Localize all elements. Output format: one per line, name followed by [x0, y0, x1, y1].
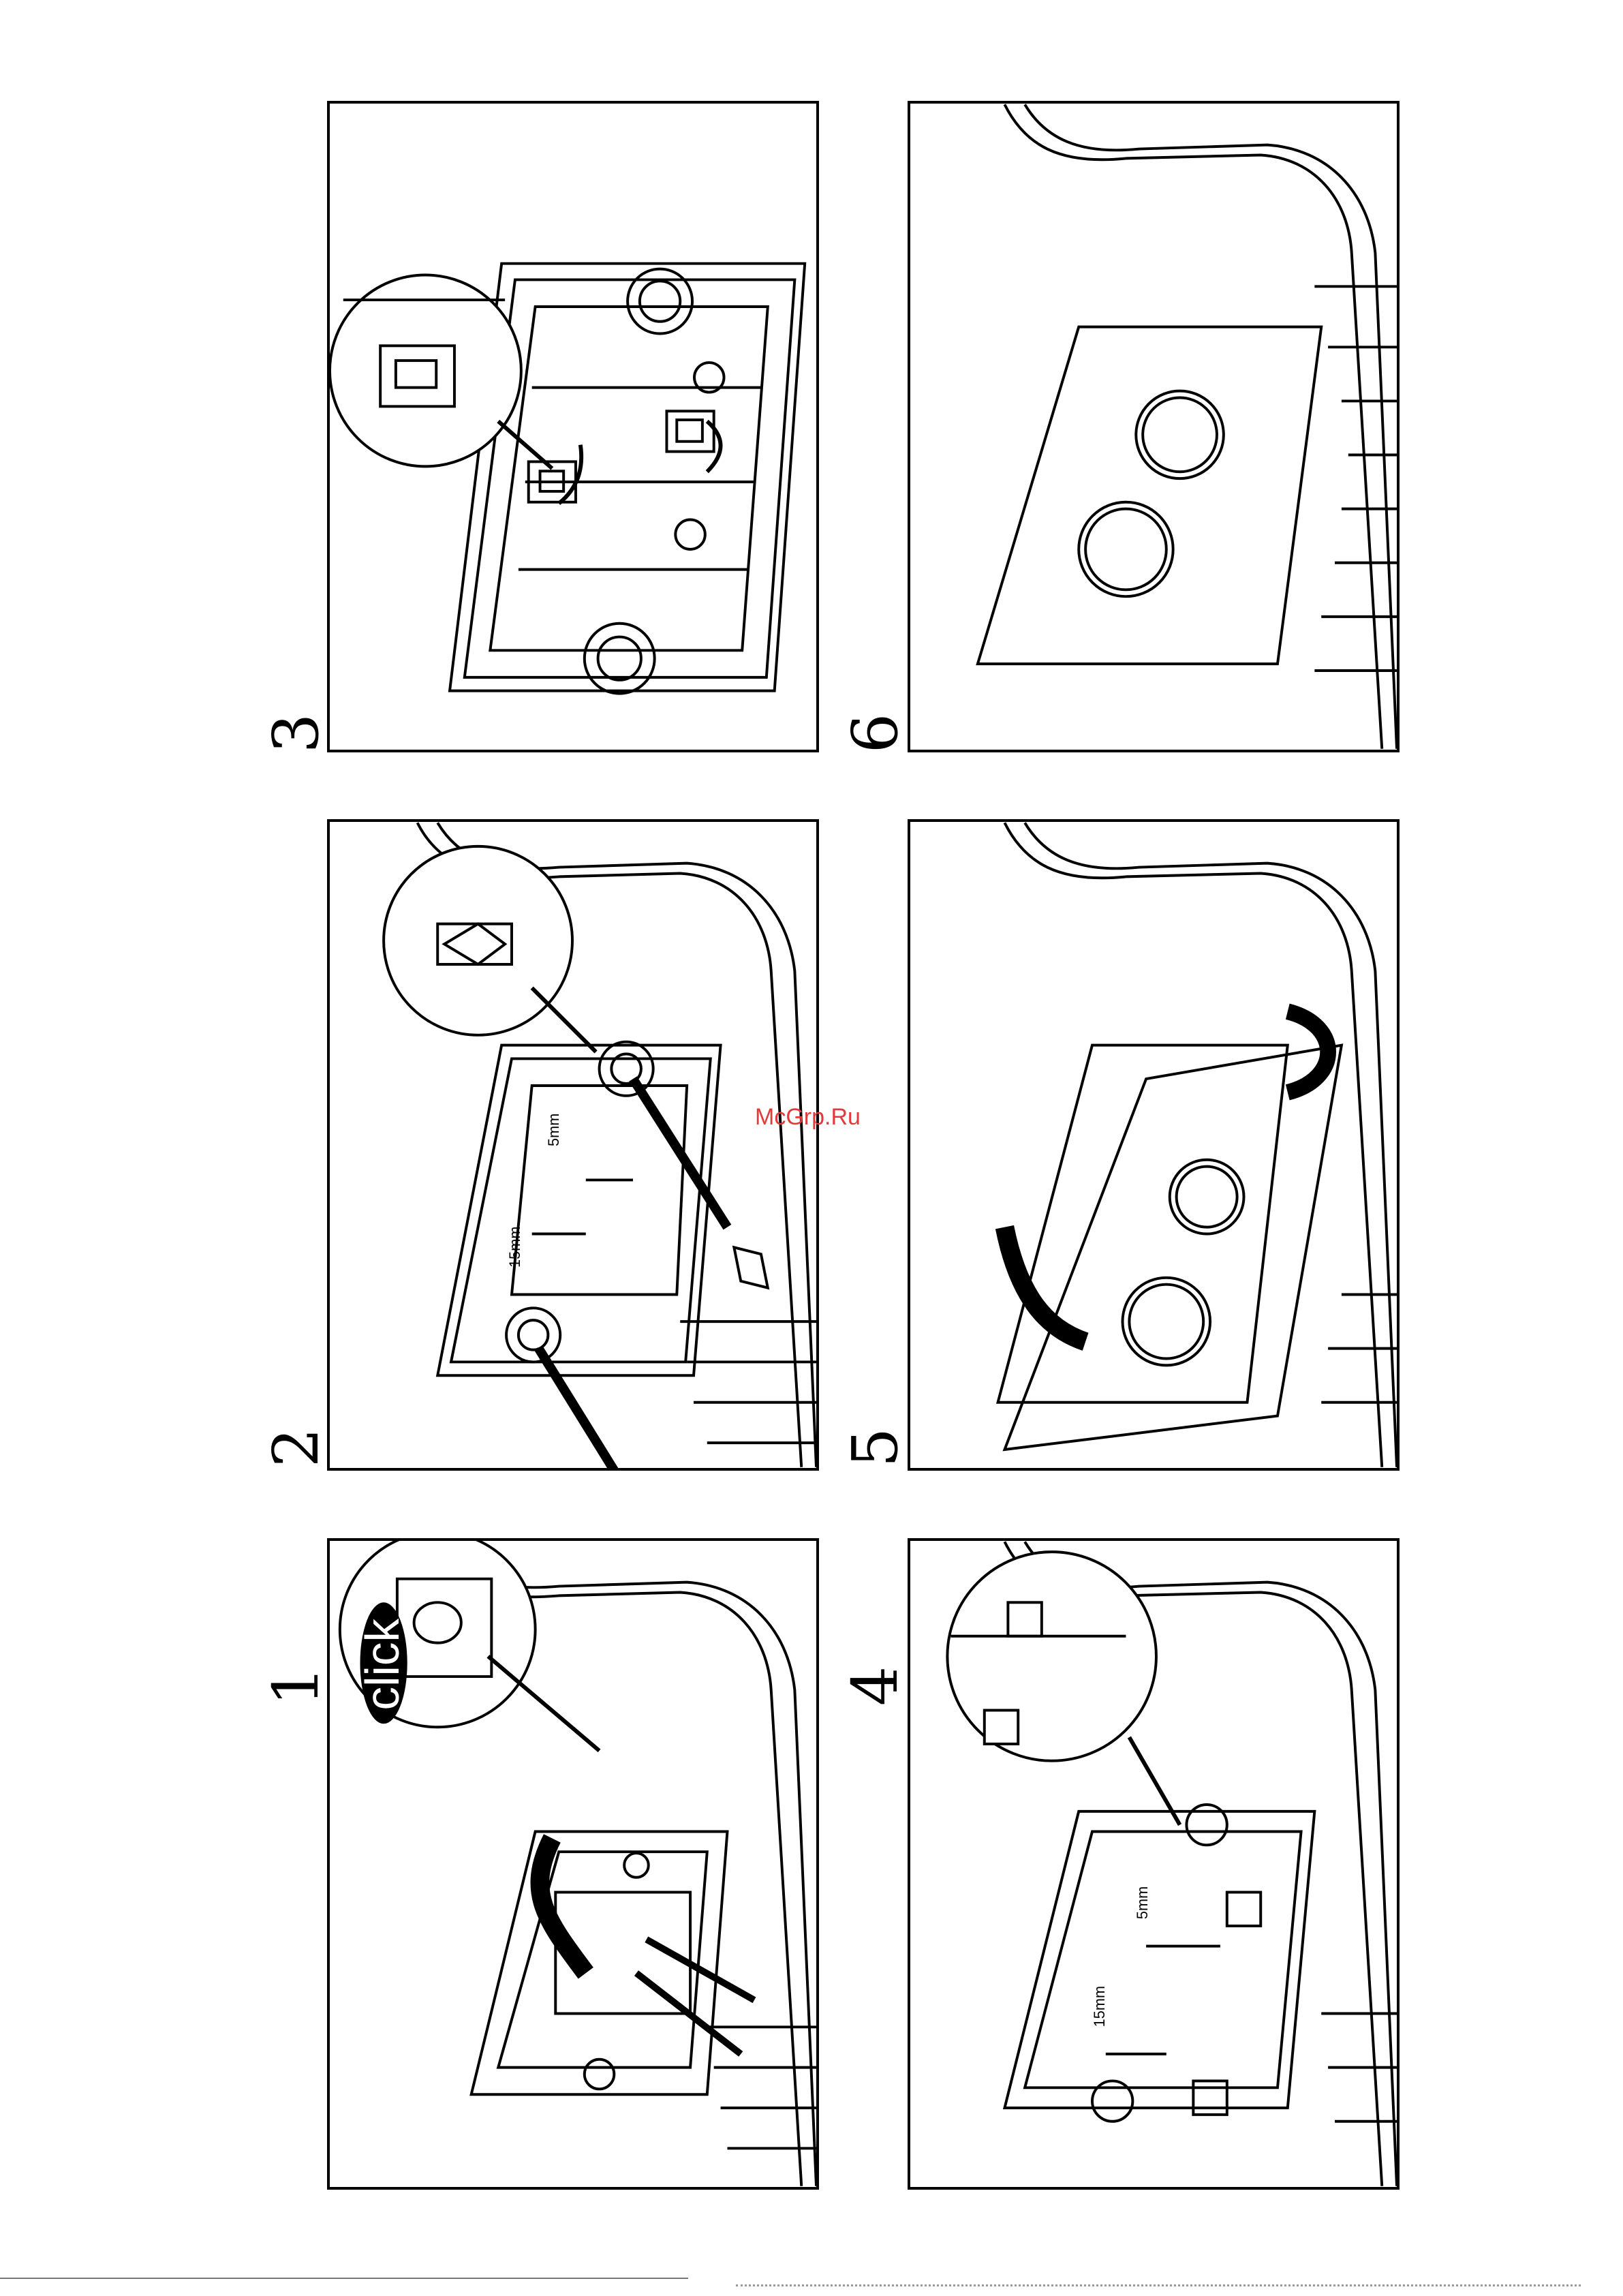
watermark: McGrp.Ru	[755, 1104, 861, 1131]
step-2-illustration: 5mm 15mm	[330, 822, 816, 1468]
step-number-3: 3	[265, 703, 328, 764]
panel-step-2: 5mm 15mm	[327, 819, 819, 1471]
dimension-label-15mm: 15mm	[506, 1227, 523, 1268]
dimension-label-15mm: 15mm	[1091, 1986, 1108, 2027]
step-1-illustration: click	[330, 1541, 816, 2187]
step-6-illustration	[910, 104, 1397, 750]
footer-dotted-line	[736, 2284, 1581, 2289]
click-badge: click	[356, 1602, 409, 1724]
step-5-illustration	[910, 822, 1397, 1468]
click-label: click	[356, 1619, 409, 1711]
panel-step-6	[908, 101, 1400, 752]
step-3-illustration	[330, 104, 816, 750]
panel-step-1: click	[327, 1538, 819, 2190]
dimension-label-5mm: 5mm	[545, 1114, 562, 1146]
step-4-illustration: 5mm 15mm	[910, 1541, 1397, 2187]
panel-step-4: 5mm 15mm	[908, 1538, 1400, 2190]
step-number-5: 5	[844, 1417, 907, 1478]
step-number-2: 2	[265, 1417, 328, 1478]
step-number-4: 4	[844, 1655, 907, 1717]
panel-step-3	[327, 101, 819, 752]
step-number-6: 6	[844, 703, 907, 764]
footer-divider	[0, 2278, 688, 2279]
panel-step-5	[908, 819, 1400, 1471]
dimension-label-5mm: 5mm	[1134, 1886, 1151, 1919]
step-number-1: 1	[265, 1655, 328, 1717]
